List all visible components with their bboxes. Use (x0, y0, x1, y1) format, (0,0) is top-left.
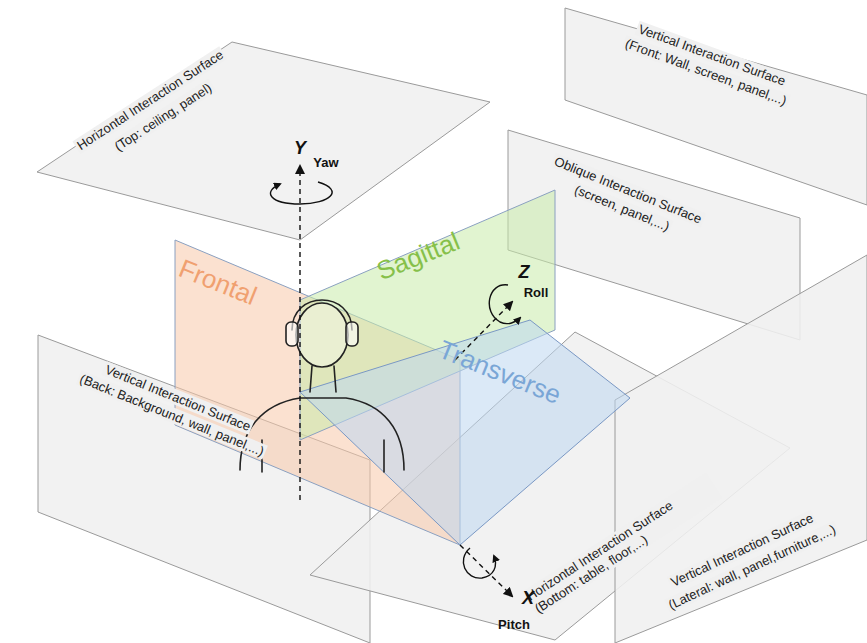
yaw-axis (270, 166, 332, 500)
transverse-plane: Transverse (300, 320, 630, 545)
axis-letter: X (522, 588, 534, 609)
plane-outline (615, 255, 867, 643)
axis-letter: Y (294, 138, 306, 159)
vertical-lateral-surface: Vertical Interaction Surface(Lateral: wa… (615, 255, 867, 643)
rotation-name: Roll (524, 285, 549, 300)
person-sketch (240, 300, 404, 472)
axis-letter: Z (519, 262, 530, 283)
plane-outline (37, 42, 490, 240)
pitch-axis (460, 545, 512, 596)
rotation-name: Yaw (313, 155, 338, 170)
roll-axis (455, 285, 520, 360)
horizontal-top-surface: Horizontal Interaction Surface(Top: ceil… (37, 42, 490, 240)
rotation-name: Pitch (498, 617, 530, 632)
